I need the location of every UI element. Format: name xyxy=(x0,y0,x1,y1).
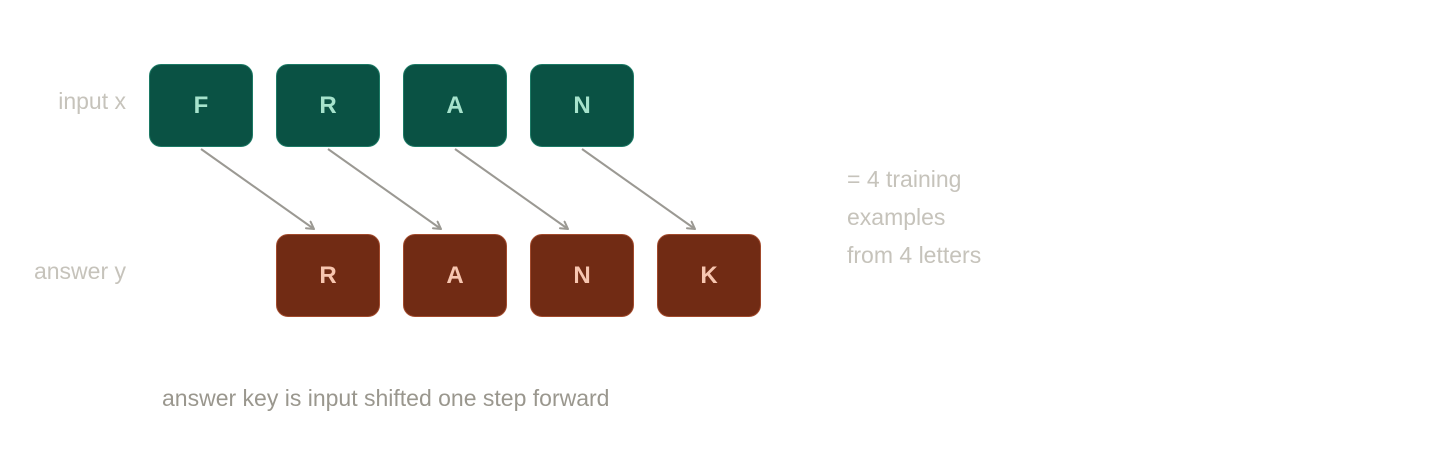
answer-tile: A xyxy=(403,234,507,317)
shift-arrow-3 xyxy=(454,148,569,230)
shift-arrow-2 xyxy=(327,148,442,230)
answer-row-label: answer y xyxy=(33,258,126,284)
input-tile: A xyxy=(403,64,507,147)
input-row-label: input x xyxy=(58,88,126,114)
note-line: examples xyxy=(847,204,946,230)
shift-arrow-4 xyxy=(581,148,696,230)
note-line: = 4 training xyxy=(847,166,962,192)
training-examples-note: = 4 training examples from 4 letters xyxy=(847,160,981,274)
note-line: from 4 letters xyxy=(847,242,982,268)
input-tile: N xyxy=(530,64,634,147)
answer-tile: K xyxy=(657,234,761,317)
answer-tile: R xyxy=(276,234,380,317)
answer-tile: N xyxy=(530,234,634,317)
caption: answer key is input shifted one step for… xyxy=(162,385,610,411)
input-tile: R xyxy=(276,64,380,147)
shift-arrow-1 xyxy=(200,148,315,230)
input-tile: F xyxy=(149,64,253,147)
